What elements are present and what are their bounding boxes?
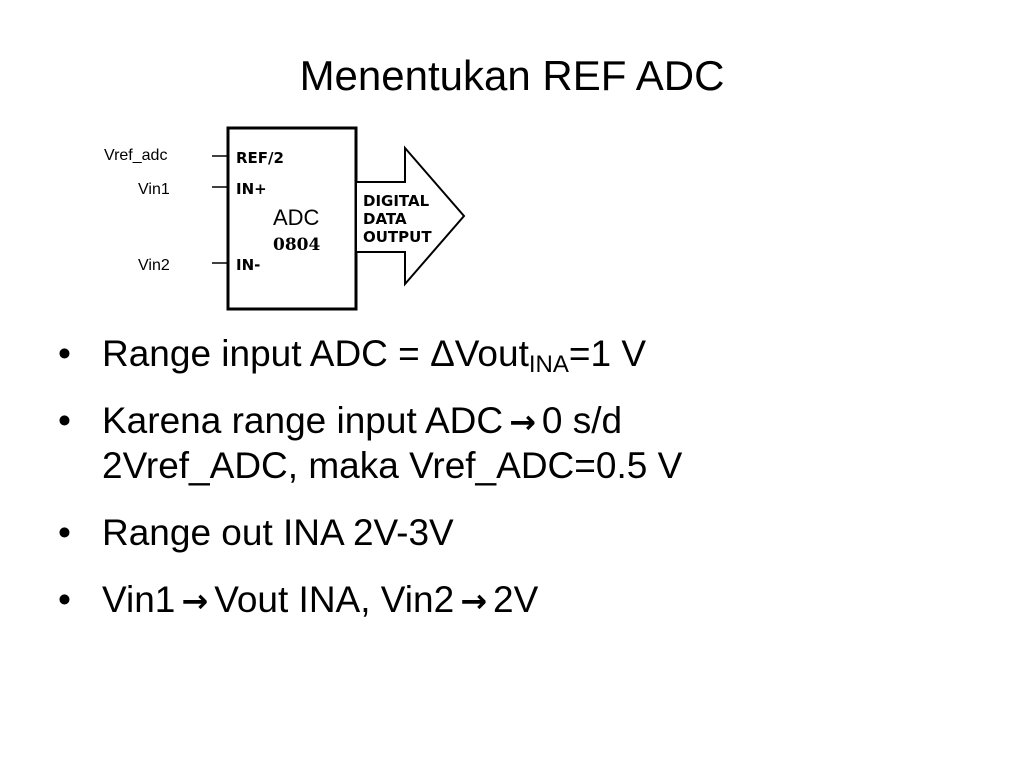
right-arrow-icon: → [460,582,487,620]
bullet-2-line1-after: 0 s/d [541,400,623,441]
bullet-marker: • [58,333,71,374]
bullet-1-tail: =1 V [568,333,647,374]
bullet-range-input: • Range input ADC = ΔVoutINA=1 V [56,332,956,378]
bullet-3-text: Range out INA 2V-3V [102,512,454,553]
adc-diagram: Vref_adc Vin1 Vin2 REF/2 IN+ IN- ADC 080… [104,126,466,311]
bullet-2-line2: 2Vref_ADC, maka Vref_ADC=0.5 V [102,445,683,486]
output-line-2: DATA [363,210,407,228]
output-line-3: OUTPUT [363,228,432,246]
bullet-list: • Range input ADC = ΔVoutINA=1 V • Karen… [56,332,956,646]
vref-adc-label: Vref_adc [104,147,167,164]
bullet-2-line1-before: Karena range input ADC [102,400,504,441]
bullet-marker: • [58,400,71,441]
bullet-marker: • [58,579,71,620]
right-arrow-icon: → [181,582,209,620]
vin1-label: Vin1 [138,181,170,198]
bullet-4-part1: Vin1 [102,579,176,620]
bullet-range-out: • Range out INA 2V-3V [56,511,956,555]
slide-title: Menentukan REF ADC [299,52,725,99]
vin2-label: Vin2 [138,257,170,274]
bullet-marker: • [58,512,71,553]
right-arrow-icon: → [509,403,536,441]
in-minus-pin-label: IN- [236,256,260,274]
output-line-1: DIGITAL [363,192,430,210]
chip-number: 0804 [273,235,320,255]
in-plus-pin-label: IN+ [236,180,267,198]
bullet-vin-mapping: • Vin1→Vout INA, Vin2→2V [56,578,956,623]
bullet-1-text: Range input ADC = ΔVout [102,333,529,374]
bullet-4-part3: 2V [493,579,539,620]
bullet-4-part2: Vout INA, Vin2 [214,579,455,620]
bullet-1-subscript: INA [528,351,569,378]
digital-output-arrow [355,145,466,287]
chip-name: ADC [273,205,320,230]
ref-pin-label: REF/2 [236,149,284,167]
bullet-karena: • Karena range input ADC→0 s/d 2Vref_ADC… [56,399,956,488]
adc-chip-body [226,126,358,311]
